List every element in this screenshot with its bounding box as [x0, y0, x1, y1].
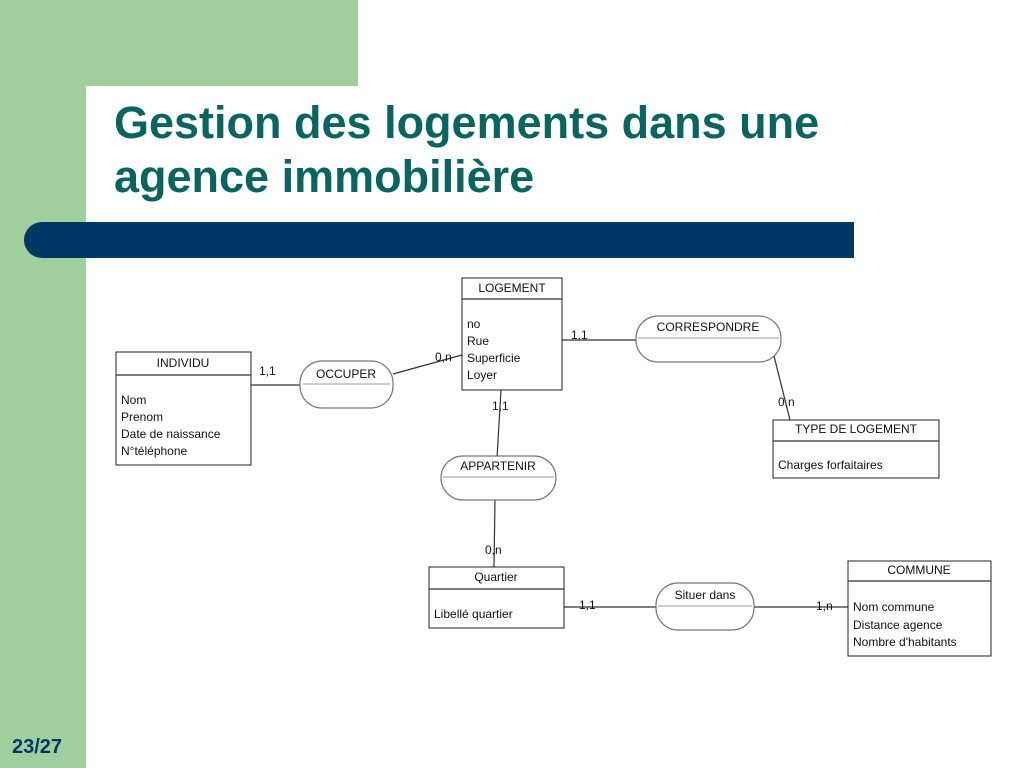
slide-title-line-2: agence immobilière: [114, 151, 535, 202]
entity-individu: INDIVIDU Nom Prenom Date de naissance N°…: [115, 351, 252, 466]
line-occuper-logement: [392, 354, 463, 375]
type-attribute: Charges forfaitaires: [778, 458, 883, 472]
slide-title: Gestion des logements dans une agence im…: [114, 96, 994, 204]
line-logement-appartenir: [496, 389, 502, 459]
relation-situer-label: Situer dans: [675, 588, 736, 602]
cardinality-logement-appartenir: 1,1: [492, 399, 509, 413]
relation-correspondre: CORRESPONDRE: [635, 315, 782, 363]
cardinality-logement-correspondre: 1,1: [571, 328, 588, 342]
entity-individu-name: INDIVIDU: [157, 356, 210, 370]
entity-quartier: Quartier Libellé quartier: [428, 566, 565, 629]
line-appartenir-quartier: [493, 499, 496, 568]
relation-appartenir: APPARTENIR: [440, 455, 557, 501]
individu-attribute: N°téléphone: [121, 444, 188, 458]
green-side-band: [0, 0, 86, 768]
cardinality-commune-situer: 1,n: [816, 599, 833, 613]
quartier-attribute: Libellé quartier: [434, 607, 513, 621]
cardinality-type-correspondre: 0,n: [778, 395, 795, 409]
entity-individu-box: [115, 351, 252, 466]
commune-attribute: Distance agence: [853, 618, 943, 632]
title-underline-bar: [24, 222, 854, 258]
slide-title-line-1: Gestion des logements dans une: [114, 97, 820, 148]
entity-quartier-box: [428, 566, 565, 629]
cardinality-individu-occuper: 1,1: [259, 364, 276, 378]
entity-type-name: TYPE DE LOGEMENT: [795, 422, 918, 436]
individu-attribute: Date de naissance: [121, 427, 221, 441]
individu-attribute: Prenom: [121, 410, 163, 424]
relation-correspondre-shape: [635, 315, 782, 363]
logement-attribute: Superficie: [467, 351, 521, 365]
entity-type-de-logement: TYPE DE LOGEMENT Charges forfaitaires: [772, 419, 940, 479]
entity-type-box: [772, 419, 940, 479]
relation-appartenir-label: APPARTENIR: [460, 459, 536, 473]
entity-commune-box: [847, 560, 992, 657]
green-top-band: [0, 0, 358, 86]
cardinality-quartier-appartenir: 0,n: [485, 543, 502, 557]
entity-logement-box: [461, 277, 563, 391]
line-correspondre-type: [773, 355, 791, 421]
logement-attribute: Loyer: [467, 368, 497, 382]
logement-attribute: no: [467, 317, 481, 331]
page-number: 23/27: [12, 736, 63, 758]
commune-attribute: Nom commune: [853, 600, 935, 614]
relation-occuper: OCCUPER: [299, 360, 394, 409]
individu-attribute: Nom: [121, 393, 146, 407]
cardinality-quartier-situer: 1,1: [579, 598, 596, 612]
entity-logement: LOGEMENT no Rue Superficie Loyer: [461, 277, 563, 391]
relation-situer-dans: Situer dans: [655, 582, 755, 631]
entity-commune: COMMUNE Nom commune Distance agence Nomb…: [847, 560, 992, 657]
relation-appartenir-shape: [440, 455, 557, 501]
relation-correspondre-label: CORRESPONDRE: [657, 320, 760, 334]
cardinalities: 1,1 0,n 1,1 0,n 1,1 0,n 1,1 1,n: [259, 328, 833, 613]
entity-logement-name: LOGEMENT: [478, 281, 546, 295]
logement-attribute: Rue: [467, 334, 489, 348]
entity-commune-name: COMMUNE: [887, 563, 950, 577]
cardinality-logement-occuper: 0,n: [435, 350, 452, 364]
relation-occuper-label: OCCUPER: [316, 367, 376, 381]
entity-quartier-name: Quartier: [474, 570, 517, 584]
connectors: [251, 339, 848, 608]
commune-attribute: Nombre d'habitants: [853, 635, 957, 649]
